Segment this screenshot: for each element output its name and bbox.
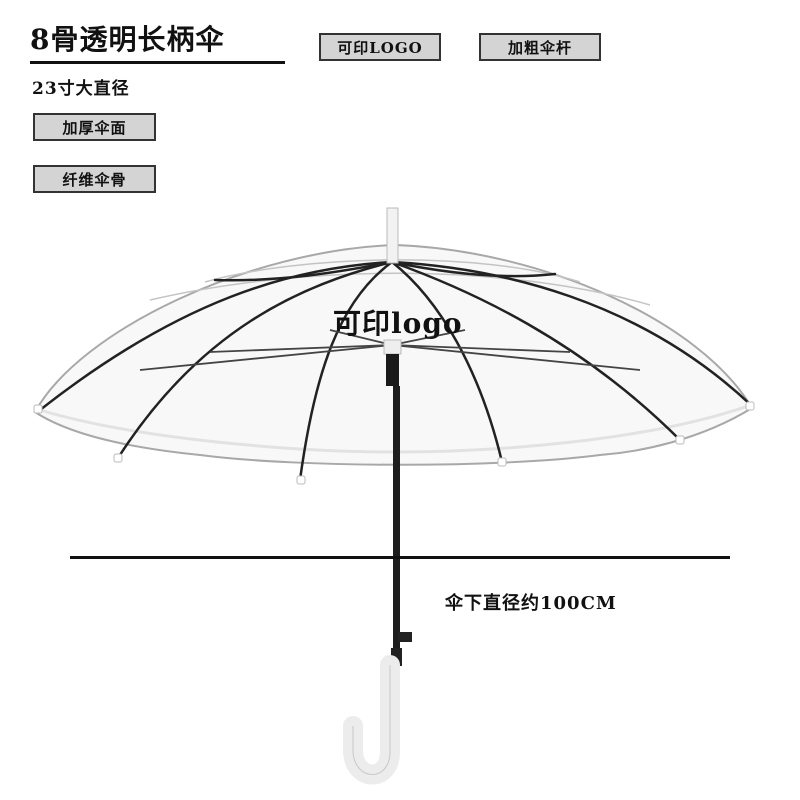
umbrella-ribs (38, 260, 754, 482)
printable-logo-text: 可印logo (333, 307, 463, 340)
diameter-label: 伞下直径约100CM (445, 593, 617, 614)
title-underline (30, 61, 285, 64)
umbrella-runner (383, 339, 402, 355)
feature-tag-thick-shaft: 加粗伞杆 (479, 33, 601, 61)
umbrella-open-button (398, 632, 412, 642)
umbrella-handle (343, 655, 400, 785)
product-title: 8骨透明长柄伞 (30, 23, 225, 56)
umbrella-shaft-lower (391, 648, 402, 666)
product-subtitle: 23寸大直径 (32, 79, 130, 99)
feature-tag-printable-logo: 可印LOGO (319, 33, 441, 61)
umbrella-stretchers (139, 329, 641, 371)
umbrella-handle-outline (352, 665, 391, 775)
feature-tag-fiber-ribs: 纤维伞骨 (33, 165, 156, 193)
diameter-line (70, 556, 730, 559)
umbrella-shaft (393, 386, 400, 660)
umbrella-runner-base (386, 354, 399, 386)
feature-tag-thick-canopy: 加厚伞面 (33, 113, 156, 141)
umbrella-top-tip (386, 207, 399, 264)
umbrella-rib-tips (33, 401, 755, 485)
